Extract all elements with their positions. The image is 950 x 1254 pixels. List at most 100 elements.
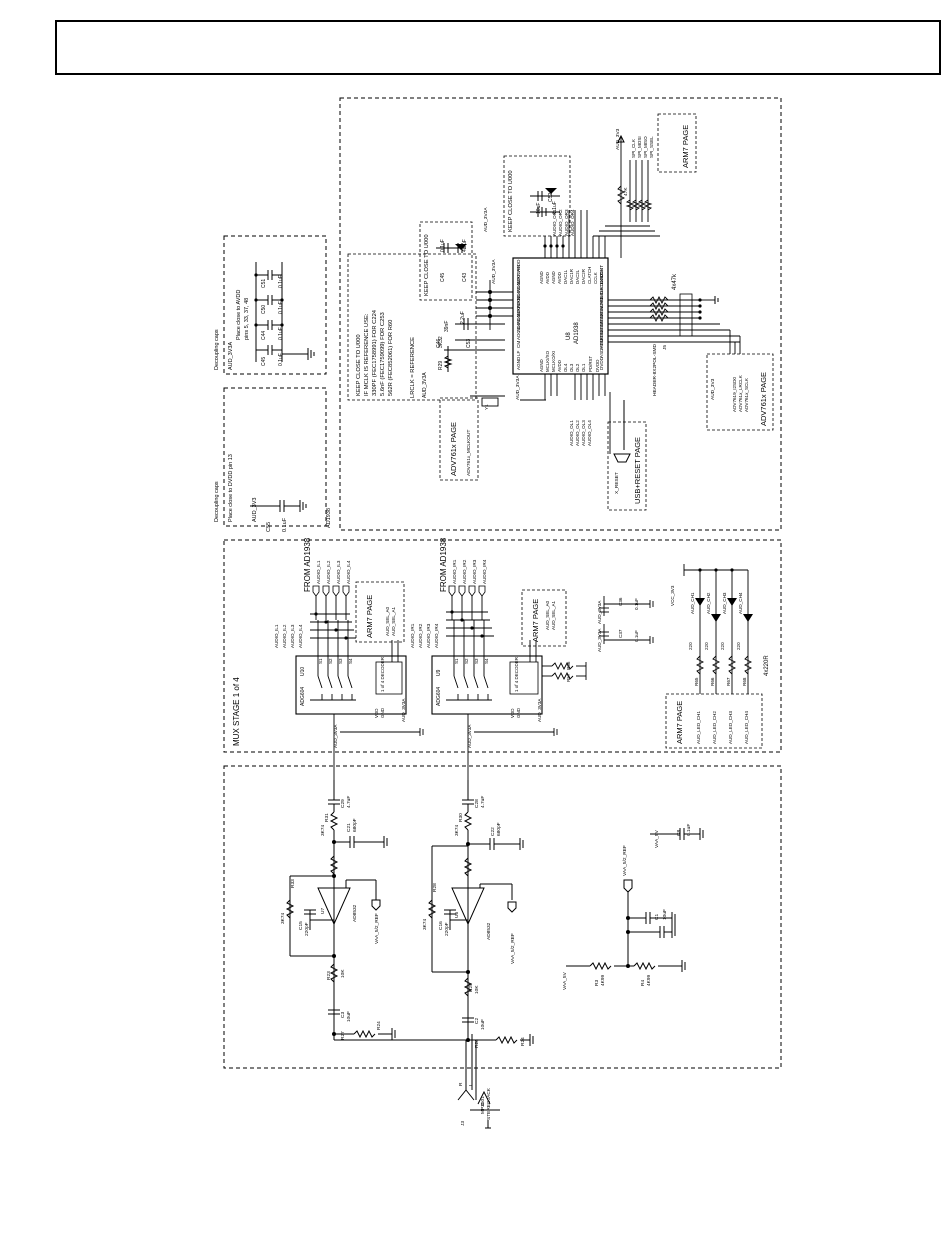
note-line: 330PF (FEC1758991) FOR C224 bbox=[372, 309, 378, 396]
resistor-ref: R24 bbox=[520, 1037, 526, 1046]
header-ref: J5 bbox=[662, 345, 668, 350]
ic-top-pins: AGND AVDD AGND AVDD DAC1L DAC1R DAC2L DA… bbox=[539, 267, 604, 284]
analog-block: C29 4.7uF R31 3K74 C21 680pF R33 3K74 C1… bbox=[223, 765, 782, 1129]
cap-ref: C29 bbox=[340, 799, 346, 808]
jack-pin: C bbox=[480, 1102, 486, 1106]
net-label: AUDIO_IL1 bbox=[316, 560, 321, 584]
resistor-ref: R31 bbox=[324, 813, 330, 822]
cap-ref: C28 bbox=[474, 799, 480, 808]
opamp-ref: U7 bbox=[320, 908, 326, 914]
net-label: AUDIO_IL2 bbox=[282, 624, 287, 648]
net-label: AUD_3V3 bbox=[252, 498, 258, 522]
cap-value: 0.1uF bbox=[686, 824, 692, 836]
usb-page-label: USB+RESET PAGE bbox=[633, 437, 642, 504]
page-ref-box bbox=[657, 113, 697, 173]
cap-ref: C53 bbox=[466, 339, 472, 348]
pin-label: ADC2RN bbox=[516, 265, 521, 284]
cap-value: 680pF bbox=[496, 822, 502, 836]
net-label: AUDIO_OR2 bbox=[558, 209, 563, 236]
pin-label: CM bbox=[516, 341, 521, 348]
decoupling-note-2: pins 5, 33, 37, 48 bbox=[244, 298, 250, 340]
net-label: AUDIO_IL3 bbox=[336, 560, 341, 584]
resistor-value: 220 bbox=[704, 642, 709, 650]
cap-ref: C50 bbox=[261, 305, 267, 314]
resistor-value: 220 bbox=[688, 642, 693, 650]
decoupling-block-right: Decoupling caps AUD_3V3A Place close to … bbox=[214, 235, 327, 375]
decoupling-cap-array bbox=[255, 262, 315, 362]
vref-label: VAA_5/2_REF bbox=[510, 933, 516, 964]
net-label: AUD_3V3A bbox=[491, 259, 497, 284]
ic-bottom-pins: AGND MCLKI/XO MCLKO/XI AVDD OL4 OL3 OL2 … bbox=[539, 350, 600, 372]
switch-pin: S4 bbox=[348, 658, 353, 664]
cap-ref: C2 bbox=[474, 1018, 480, 1024]
net-label: AUDIO_IR4 bbox=[434, 623, 439, 648]
led-label: AUD_CH2 bbox=[706, 592, 711, 614]
cap-ref: C45 bbox=[440, 273, 446, 282]
adv-page-label: ADV761x PAGE bbox=[759, 372, 768, 426]
net-label: AUDIO_OL3 bbox=[581, 420, 586, 446]
cap-value: 0.1uF bbox=[440, 239, 446, 252]
cap-value: 0.1uF bbox=[552, 201, 558, 214]
pin-label: DSDATA3 bbox=[599, 313, 604, 334]
vref-label: VAA_5/2_REF bbox=[374, 913, 380, 944]
arm7-page-label: ARM7 PAGE bbox=[675, 701, 684, 744]
decoupling-cap-symbol bbox=[250, 500, 307, 512]
resistor-ref: R57 bbox=[566, 673, 571, 682]
resistor-array-label: 4x220R bbox=[764, 655, 770, 676]
led-label: AUD_CH3 bbox=[722, 592, 727, 614]
cap-ref: C15 bbox=[298, 921, 304, 930]
pin-label: MCLKO/XI bbox=[551, 351, 556, 372]
net-label: AUD_3V3A bbox=[422, 372, 428, 398]
jack-ref: J3 bbox=[460, 1121, 466, 1126]
resistor-ref: R56 bbox=[566, 661, 571, 670]
pin-label: COUT bbox=[599, 271, 604, 284]
pin-label: AVDD bbox=[516, 259, 521, 272]
resistor-value: 3K74 bbox=[280, 912, 286, 924]
pin-label: CCLK bbox=[593, 272, 598, 284]
cap-value: 4.7uF bbox=[480, 796, 486, 808]
cap-ref: C46 bbox=[436, 339, 442, 348]
net-label: AUD_3V3A bbox=[483, 207, 489, 232]
net-label: AUD_3V3A bbox=[597, 628, 602, 652]
cap-ref: C55 bbox=[266, 522, 272, 532]
from-label: FROM AD1938 bbox=[303, 537, 312, 592]
note-line: 5.6nF (FEC1759099) FOR C253 bbox=[380, 312, 386, 396]
cap-value: 10uF bbox=[662, 909, 668, 920]
pin-label: GND bbox=[516, 707, 521, 718]
cap-value: 2.2uF bbox=[460, 311, 466, 324]
page-ref-box bbox=[355, 581, 405, 643]
resistor-ref: R66 bbox=[710, 677, 715, 686]
cap-value: 0.1uF bbox=[278, 353, 284, 366]
cap-value: 4.7uF bbox=[346, 796, 352, 808]
cap-ref: C43 bbox=[462, 273, 468, 282]
switch-pin: S1 bbox=[318, 658, 323, 664]
arm7-page-label: ARM7 PAGE bbox=[531, 599, 540, 642]
ic-part: ADG604 bbox=[300, 687, 306, 706]
from-label: FROM AD1938 bbox=[439, 537, 448, 592]
vref-label: VAA_5/2_REF bbox=[622, 845, 628, 876]
cap-value: 39nF bbox=[444, 321, 450, 332]
decoder-box bbox=[375, 661, 403, 695]
resistor-ref: R26 bbox=[474, 1039, 480, 1048]
note-line: KEEP CLOSE TO U000 bbox=[356, 334, 362, 396]
cap-value: 0.1uF bbox=[634, 630, 639, 642]
cap-ref: C51 bbox=[261, 279, 267, 288]
block-border bbox=[223, 539, 782, 753]
mux-switches bbox=[310, 596, 654, 780]
page-ref-box bbox=[439, 397, 479, 481]
block-border bbox=[223, 765, 782, 1069]
pin-label: ALRCLK bbox=[599, 291, 604, 310]
switch-pin: S4 bbox=[484, 658, 489, 664]
cap-ref: C22 bbox=[490, 827, 496, 836]
cap-ref: C36 bbox=[618, 597, 623, 606]
resistor-ref: R29 bbox=[438, 361, 444, 370]
cap-ref: C37 bbox=[618, 629, 623, 638]
resistor-ref: R65 bbox=[694, 677, 699, 686]
resistor-value: 220 bbox=[736, 642, 741, 650]
resistor-value: 4K99 bbox=[600, 974, 606, 986]
switch-pin: S3 bbox=[338, 658, 343, 664]
resistor-ref: R30 bbox=[458, 813, 464, 822]
led-net: AUD_LED_CH4 bbox=[744, 711, 749, 744]
page-ref-box bbox=[521, 589, 567, 647]
net-label: AUDIO_OR4 bbox=[570, 209, 575, 236]
